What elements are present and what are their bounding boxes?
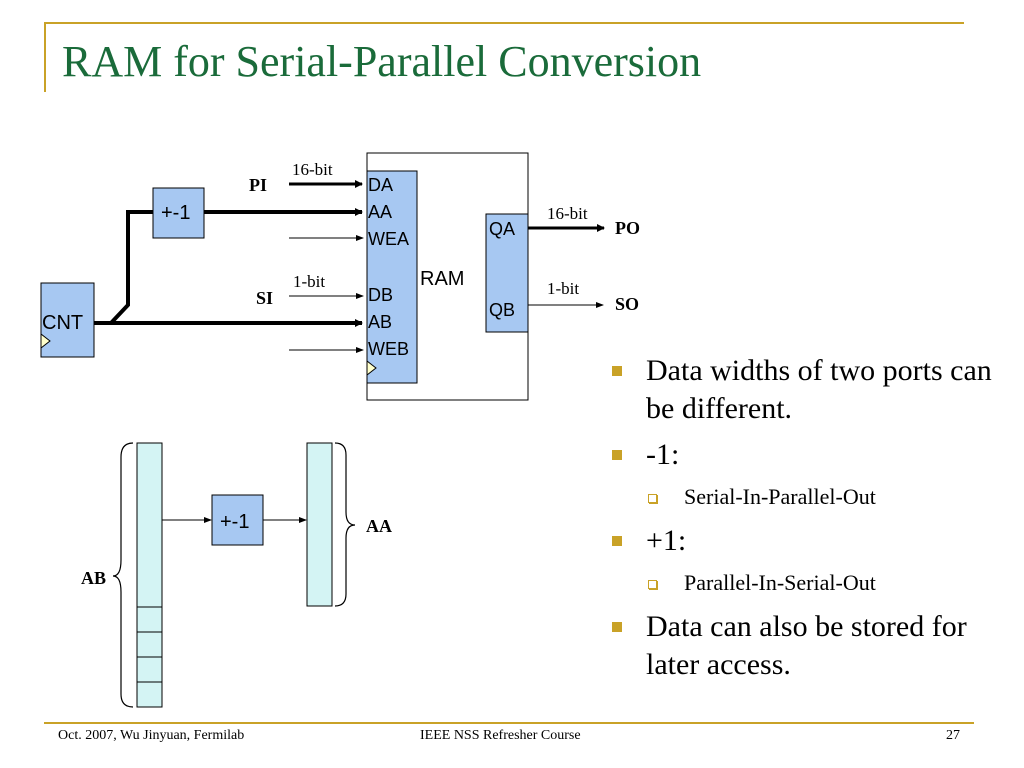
port-db: DB (368, 285, 393, 305)
port-wea: WEA (368, 229, 409, 249)
slide-title: RAM for Serial-Parallel Conversion (62, 37, 702, 86)
label-1bit-in: 1-bit (293, 272, 325, 291)
label-ab: AB (81, 568, 106, 588)
port-qb: QB (489, 300, 515, 320)
ram-output-block (485, 213, 529, 333)
square-bullet-icon (612, 366, 622, 376)
memory-column-b (136, 442, 163, 708)
port-ab: AB (368, 312, 392, 332)
plus-minus-label-top: +-1 (161, 202, 190, 224)
label-16bit-out: 16-bit (547, 204, 588, 223)
label-16bit-in: 16-bit (292, 160, 333, 179)
bullet-item: Data widths of two ports can be differen… (606, 352, 1006, 428)
plus-minus-label-bottom: +-1 (220, 511, 249, 533)
square-bullet-icon (612, 450, 622, 460)
label-so: SO (615, 294, 639, 314)
bullet-list: Data widths of two ports can be differen… (606, 352, 1006, 692)
cnt-block (40, 282, 95, 358)
label-si: SI (256, 288, 273, 308)
cnt-label: CNT (42, 312, 83, 334)
port-web: WEB (368, 339, 409, 359)
hollow-square-bullet-icon (648, 580, 657, 589)
bus-cnt-branch (109, 210, 153, 325)
sub-bullet-item: Serial-In-Parallel-Out (606, 482, 1006, 512)
title-accent-vertical (44, 22, 46, 92)
ram-input-block (366, 170, 418, 384)
ram-clock-triangle (366, 359, 377, 377)
footer-course: IEEE NSS Refresher Course (420, 728, 581, 743)
square-bullet-icon (612, 536, 622, 546)
label-pi: PI (249, 175, 267, 195)
sub-bullet-item: Parallel-In-Serial-Out (606, 568, 1006, 598)
page-number: 27 (946, 728, 960, 743)
brace-ab (112, 442, 134, 708)
brace-aa (334, 442, 356, 607)
label-po: PO (615, 218, 640, 238)
title-accent-horizontal (44, 22, 964, 24)
port-da: DA (368, 175, 393, 195)
footer-author: Oct. 2007, Wu Jinyuan, Fermilab (58, 728, 245, 743)
hollow-square-bullet-icon (648, 494, 657, 503)
port-aa: AA (368, 202, 392, 222)
bullet-item: +1: (606, 522, 1006, 560)
square-bullet-icon (612, 622, 622, 632)
port-qa: QA (489, 219, 515, 239)
bullet-item: -1: (606, 436, 1006, 474)
plus-minus-block-bottom (211, 494, 264, 546)
memory-column-a (306, 442, 333, 607)
label-1bit-out: 1-bit (547, 279, 579, 298)
cnt-clock-triangle (40, 332, 51, 350)
bullet-item: Data can also be stored for later access… (606, 608, 1006, 684)
footer-divider (44, 722, 974, 724)
ram-label: RAM (420, 268, 464, 290)
label-aa: AA (366, 516, 392, 536)
